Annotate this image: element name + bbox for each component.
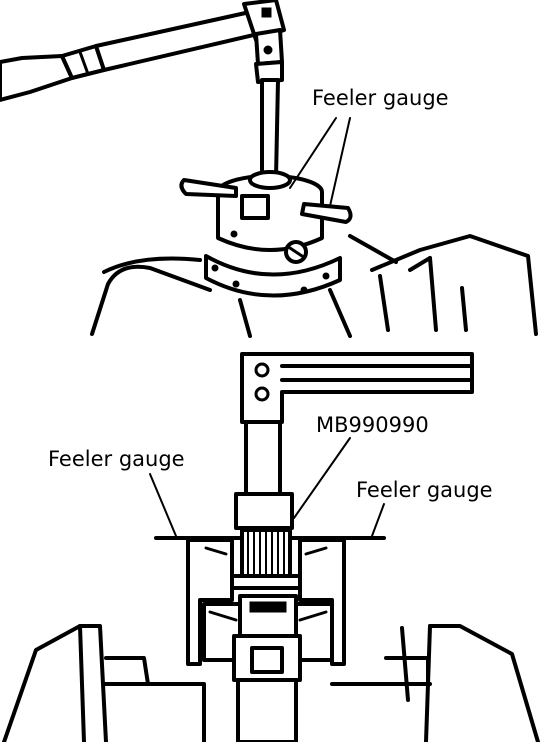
bottom-housing (2, 624, 540, 742)
differential-case (204, 170, 342, 298)
top-figure: Feeler gauge (0, 0, 538, 338)
top-leader-lines (289, 117, 351, 207)
bottom-leader-lines (149, 437, 385, 537)
bottom-left-feeler-gauge-label: Feeler gauge (48, 447, 185, 471)
differential-section (186, 528, 346, 742)
extension-shaft (254, 60, 284, 180)
bottom-figure: MB990990 Feeler gauge Feeler gauge (2, 352, 540, 742)
special-tool (234, 352, 474, 530)
feeler-gauge-left-top (179, 178, 238, 198)
transaxle-housing (90, 234, 538, 338)
feeler-gauge-right-top (300, 202, 353, 224)
tool-number-label: MB990990 (316, 413, 429, 437)
bottom-right-feeler-gauge-label: Feeler gauge (356, 478, 493, 502)
top-feeler-gauge-label: Feeler gauge (312, 86, 449, 110)
torque-wrench (0, 0, 286, 102)
